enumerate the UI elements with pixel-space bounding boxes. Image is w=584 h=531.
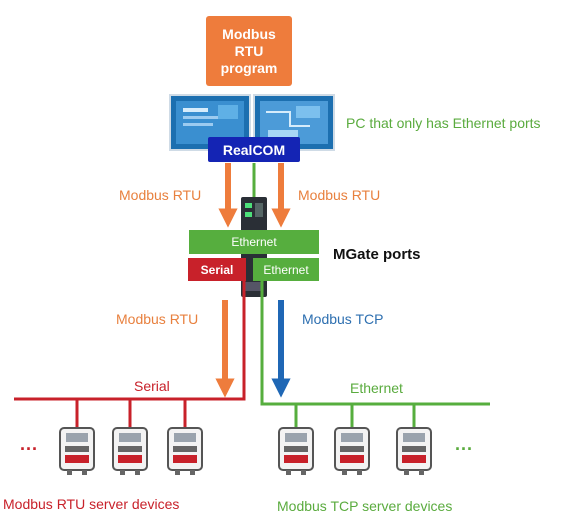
mgate-ports-title: MGate ports [333,246,421,263]
rtu-devices-label: Modbus RTU server devices [3,496,180,512]
serial-bus-label: Serial [134,378,170,394]
rtu-label-right: Modbus RTU [298,187,381,203]
mgate-ethernet-bar: Ethernet [189,230,319,254]
tcp-label: Modbus TCP [302,311,384,327]
rtu-meter-icon [59,427,95,475]
pc-label: PC that only has Ethernet ports [346,115,541,131]
rtu-meter-icon [112,427,148,475]
serial-bus-line [14,280,246,401]
rtu-label-lower: Modbus RTU [116,311,199,327]
realcom-box: RealCOM [208,137,300,162]
mgate-serial-port: Serial [188,258,246,281]
modbus-rtu-program-box: Modbus RTU program [206,16,292,86]
left-ellipsis: ... [20,434,39,454]
mgate-ethernet-port: Ethernet [253,258,319,281]
rtu-label-left: Modbus RTU [119,187,202,203]
rtu-meter-icon [167,427,203,475]
right-ellipsis: ... [455,434,474,454]
tcp-devices-label: Modbus TCP server devices [277,498,453,514]
tcp-meter-icon [396,427,432,475]
tcp-meter-icon [334,427,370,475]
pc-monitors-icon [169,94,335,151]
tcp-meter-icon [278,427,314,475]
ethernet-bus-label: Ethernet [350,380,403,396]
